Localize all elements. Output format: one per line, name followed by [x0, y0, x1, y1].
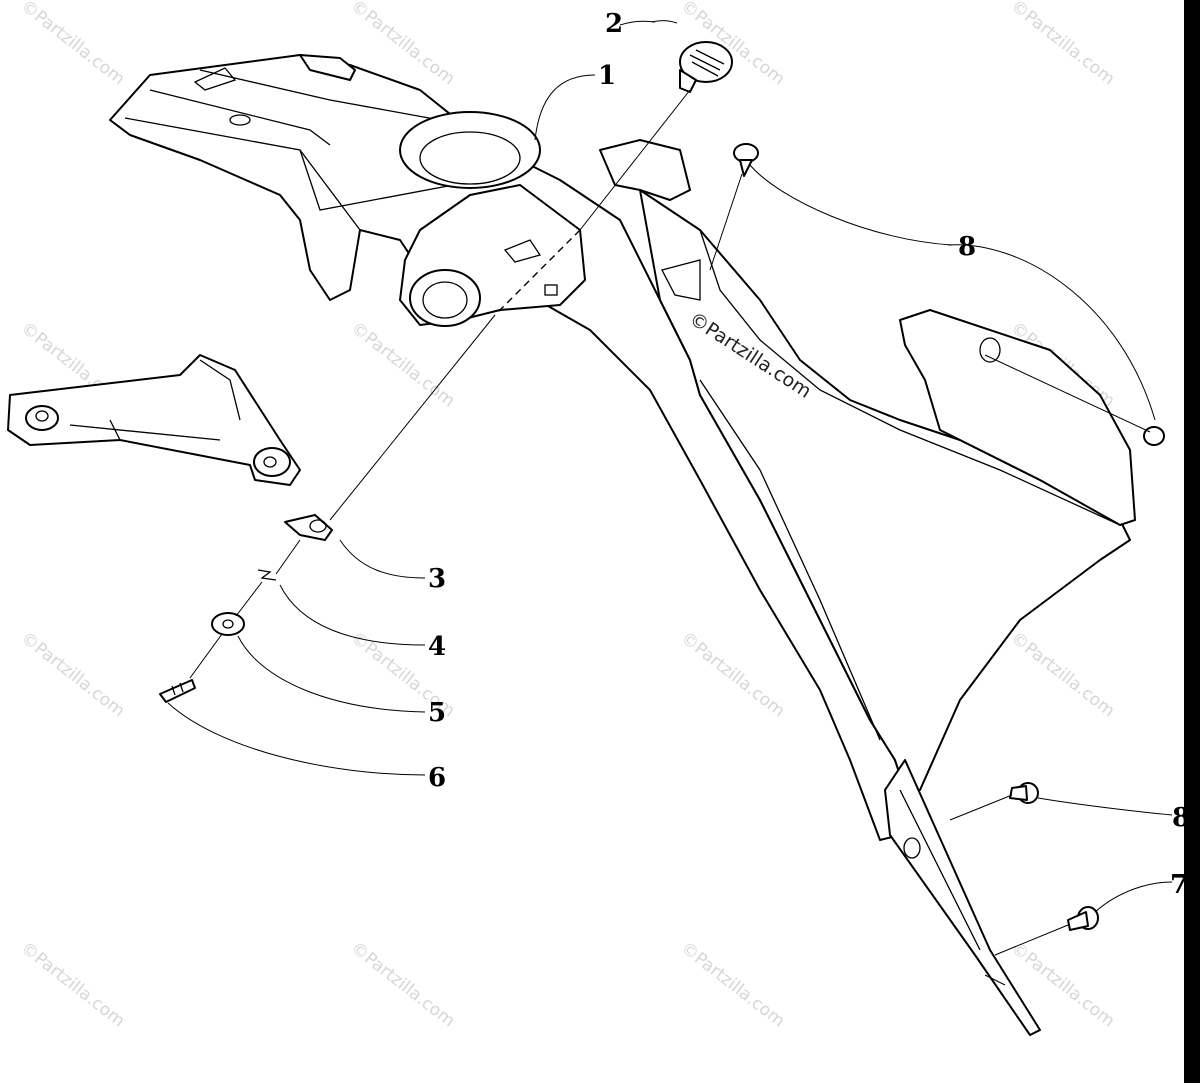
- callout-7: 7: [1170, 870, 1188, 900]
- part-8-screw-right: [1143, 426, 1165, 446]
- part-6-bolt: [159, 679, 196, 703]
- part-3-nut: [284, 514, 333, 541]
- rear-fender-assembly: [7, 54, 1136, 1036]
- watermark-tile: ©Partzilla.com: [347, 938, 458, 1031]
- watermark-tile: ©Partzilla.com: [677, 628, 788, 721]
- watermark-tile: ©Partzilla.com: [17, 938, 128, 1031]
- right-edge-bar: [1184, 0, 1200, 1083]
- watermark-tile: ©Partzilla.com: [1007, 628, 1118, 721]
- part-7-screw: [1067, 906, 1099, 931]
- watermark-tile: ©Partzilla.com: [347, 318, 458, 411]
- part-8-screw-lower: [1009, 782, 1039, 804]
- part-2-knob: [679, 41, 733, 93]
- part-5-washer: [211, 612, 245, 636]
- leader-lines: [167, 20, 1173, 986]
- callout-1: 1: [598, 61, 616, 91]
- watermark-tile: ©Partzilla.com: [677, 938, 788, 1031]
- part-4-clip: [257, 569, 277, 581]
- callout-3: 3: [428, 564, 446, 594]
- watermark-tile: ©Partzilla.com: [17, 628, 128, 721]
- callout-labels: 1 2 3 4 5 6 7 8 8: [428, 9, 1190, 900]
- callout-6: 6: [428, 763, 446, 793]
- callout-8-lower: 8: [1172, 803, 1190, 833]
- part-8-screw-top: [733, 143, 759, 177]
- callout-4: 4: [428, 632, 446, 662]
- callout-8-top: 8: [958, 232, 976, 262]
- watermark-tile: ©Partzilla.com: [1007, 0, 1118, 89]
- callout-2: 2: [605, 9, 623, 39]
- callout-5: 5: [428, 698, 446, 728]
- watermark-tile: ©Partzilla.com: [17, 0, 128, 89]
